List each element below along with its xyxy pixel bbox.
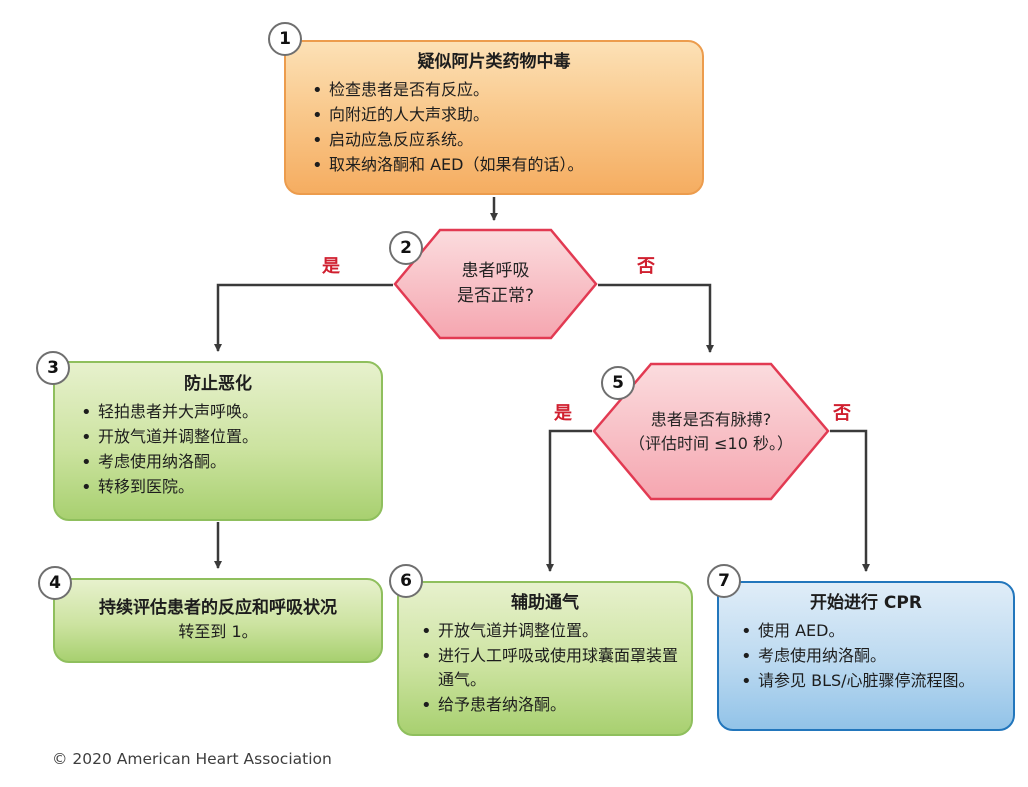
step-2-badge: 2 (389, 231, 423, 265)
node-6-title: 辅助通气 (511, 593, 579, 613)
branch-5-no-label: 否 (833, 403, 851, 424)
node-5-decision: 患者是否有脉搏? （评估时间 ≤10 秒。） (592, 362, 830, 501)
node-7-box: 开始进行 CPR 使用 AED。 考虑使用纳洛酮。 请参见 BLS/心脏骤停流程… (717, 581, 1015, 731)
node-4-title: 持续评估患者的反应和呼吸状况 (99, 598, 337, 619)
node-2-line2: 是否正常? (456, 286, 535, 306)
node-2-line1: 患者呼吸 (461, 261, 530, 282)
connector-2-no-to-5 (598, 283, 714, 353)
step-2-number: 2 (400, 238, 412, 258)
step-4-badge: 4 (38, 566, 72, 600)
hexagon-outline (592, 362, 830, 501)
node-7-bullets: 使用 AED。 考虑使用纳洛酮。 请参见 BLS/心脏骤停流程图。 (719, 618, 1013, 695)
node-7-title: 开始进行 CPR (810, 593, 922, 613)
node-3-bullet: 开放气道并调整位置。 (81, 424, 371, 451)
node-3-bullets: 轻拍患者并大声呼唤。 开放气道并调整位置。 考虑使用纳洛酮。 转移到医院。 (55, 399, 381, 501)
node-1-bullet: 向附近的人大声求助。 (312, 102, 692, 129)
node-1-box: 疑似阿片类药物中毒 检查患者是否有反应。 向附近的人大声求助。 启动应急反应系统… (284, 40, 704, 195)
step-7-number: 7 (718, 571, 730, 591)
node-7-bullet: 请参见 BLS/心脏骤停流程图。 (741, 668, 1003, 695)
node-3-box: 防止恶化 轻拍患者并大声呼唤。 开放气道并调整位置。 考虑使用纳洛酮。 转移到医… (53, 361, 383, 521)
node-3-bullet: 转移到医院。 (81, 474, 371, 501)
step-1-badge: 1 (268, 22, 302, 56)
step-6-number: 6 (400, 571, 412, 591)
node-3-title: 防止恶化 (184, 374, 252, 394)
connector-5-no-to-7 (830, 429, 870, 572)
node-6-bullet: 进行人工呼吸或使用球囊面罩装置通气。 (421, 643, 681, 692)
step-3-number: 3 (47, 358, 59, 378)
connector-5-yes-to-6 (546, 429, 592, 572)
node-1-bullet: 取来纳洛酮和 AED（如果有的话）。 (312, 152, 692, 179)
node-5-text: 患者是否有脉搏? （评估时间 ≤10 秒。） (592, 362, 830, 501)
step-6-badge: 6 (389, 564, 423, 598)
node-6-bullet: 给予患者纳洛酮。 (421, 692, 681, 719)
hexagon-outline (393, 228, 598, 340)
node-3-bullet: 轻拍患者并大声呼唤。 (81, 399, 371, 426)
branch-5-yes-label: 是 (554, 403, 572, 424)
step-4-number: 4 (49, 573, 61, 593)
node-5-line1: 患者是否有脉搏? (650, 410, 772, 430)
branch-2-yes-label: 是 (322, 256, 340, 277)
branch-2-no-label: 否 (637, 256, 655, 277)
node-6-bullet: 开放气道并调整位置。 (421, 618, 681, 645)
node-2-text: 患者呼吸 是否正常? (393, 228, 598, 340)
node-4-box: 持续评估患者的反应和呼吸状况 转至到 1。 (53, 578, 383, 663)
hexagon-shape (393, 228, 598, 340)
step-5-number: 5 (612, 373, 624, 393)
node-7-bullet: 使用 AED。 (741, 618, 1003, 645)
node-1-bullet: 检查患者是否有反应。 (312, 77, 692, 104)
step-1-number: 1 (279, 29, 291, 49)
node-1-bullet: 启动应急反应系统。 (312, 127, 692, 154)
node-4-subtitle: 转至到 1。 (178, 621, 258, 641)
node-6-bullets: 开放气道并调整位置。 进行人工呼吸或使用球囊面罩装置通气。 给予患者纳洛酮。 (399, 618, 691, 719)
node-1-bullets: 检查患者是否有反应。 向附近的人大声求助。 启动应急反应系统。 取来纳洛酮和 A… (286, 77, 702, 179)
node-3-bullet: 考虑使用纳洛酮。 (81, 449, 371, 476)
node-7-bullet: 考虑使用纳洛酮。 (741, 643, 1003, 670)
step-5-badge: 5 (601, 366, 635, 400)
connector-2-yes-to-3 (214, 283, 393, 352)
hexagon-shape (592, 362, 830, 501)
node-1-title: 疑似阿片类药物中毒 (417, 52, 571, 72)
node-6-box: 辅助通气 开放气道并调整位置。 进行人工呼吸或使用球囊面罩装置通气。 给予患者纳… (397, 581, 693, 736)
step-3-badge: 3 (36, 351, 70, 385)
node-5-line2: （评估时间 ≤10 秒。） (629, 433, 793, 453)
node-2-decision: 患者呼吸 是否正常? (393, 228, 598, 340)
copyright-text: © 2020 American Heart Association (52, 750, 332, 768)
step-7-badge: 7 (707, 564, 741, 598)
